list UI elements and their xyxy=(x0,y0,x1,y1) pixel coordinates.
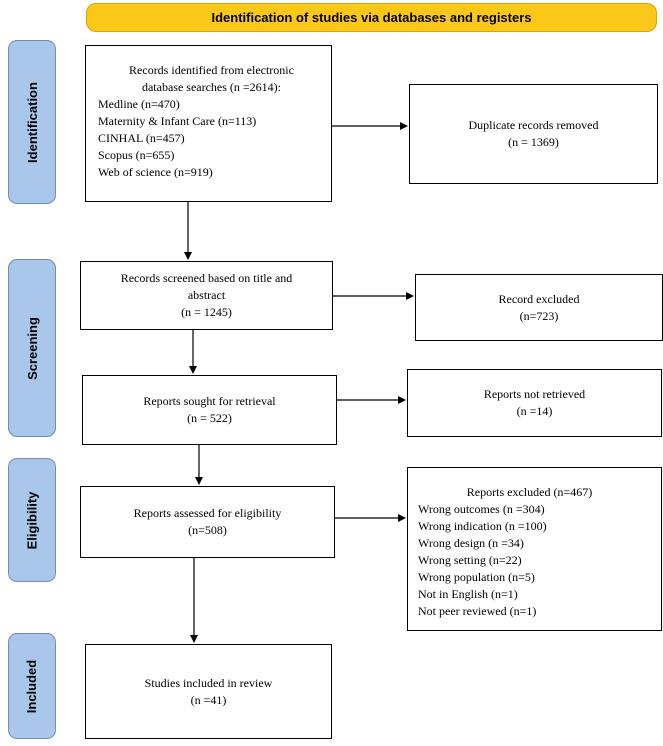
source-medline: Medline (n=470) xyxy=(98,97,180,111)
source-web-of-science: Web of science (n=919) xyxy=(98,165,213,179)
records-excluded-box: Record excluded (n=723) xyxy=(415,274,663,341)
source-maternity-infant-care: Maternity & Infant Care (n=113) xyxy=(98,114,257,128)
duplicates-removed-label: Duplicate records removed xyxy=(468,118,599,132)
stage-identification: Identification xyxy=(8,40,56,204)
stage-eligibility: Eligibility xyxy=(8,458,56,582)
studies-included-count: (n =41) xyxy=(190,692,227,707)
duplicates-removed-count: (n = 1369) xyxy=(508,135,559,149)
reports-not-retrieved-box: Reports not retrieved (n =14) xyxy=(407,369,662,437)
reports-assessed-label: Reports assessed for eligibility xyxy=(133,506,282,520)
studies-included-box: Studies included in review (n =41) xyxy=(85,644,332,739)
reports-sought-box: Reports sought for retrieval (n = 522) xyxy=(82,375,337,445)
reports-assessed-box: Reports assessed for eligibility (n=508) xyxy=(80,486,335,558)
reports-excluded-box: Reports excluded (n=467) Wrong outcomes … xyxy=(407,467,662,631)
records-excluded-count: (n=723) xyxy=(519,308,559,323)
reports-assessed-count: (n=508) xyxy=(188,523,227,537)
stage-screening: Screening xyxy=(8,259,56,437)
records-identified-line1: Records identified from electronic xyxy=(129,63,294,77)
source-scopus: Scopus (n=655) xyxy=(98,148,175,162)
reports-excluded-title: Reports excluded (n=467) xyxy=(466,485,593,499)
reports-not-retrieved-count: (n =14) xyxy=(516,404,553,418)
exclusion-reason-indication: Wrong indication (n =100) xyxy=(418,519,547,533)
banner-title: Identification of studies via databases … xyxy=(211,10,532,25)
source-cinhal: CINHAL (n=457) xyxy=(98,131,185,145)
records-screened-line1: Records screened based on title and xyxy=(120,271,293,285)
exclusion-reason-setting: Wrong setting (n=22) xyxy=(418,553,522,567)
records-excluded-label: Record excluded xyxy=(498,291,580,306)
records-screened-count: (n = 1245) xyxy=(181,305,232,319)
exclusion-reason-population: Wrong population (n=5) xyxy=(418,570,535,584)
records-screened-line2: abstract xyxy=(187,288,226,302)
exclusion-reason-peer-review: Not peer reviewed (n=1) xyxy=(418,604,537,618)
records-identified-line2: database searches (n =2614): xyxy=(141,80,282,94)
stage-included: Included xyxy=(8,633,56,739)
reports-sought-count: (n = 522) xyxy=(187,411,232,425)
records-screened-box: Records screened based on title and abst… xyxy=(80,261,333,330)
reports-not-retrieved-label: Reports not retrieved xyxy=(483,387,586,401)
header-banner: Identification of studies via databases … xyxy=(86,3,657,32)
reports-sought-label: Reports sought for retrieval xyxy=(143,394,276,408)
exclusion-reason-language: Not in English (n=1) xyxy=(418,587,518,601)
exclusion-reason-design: Wrong design (n =34) xyxy=(418,536,524,550)
studies-included-label: Studies included in review xyxy=(144,675,273,690)
exclusion-reason-outcomes: Wrong outcomes (n =304) xyxy=(418,502,545,516)
records-identified-box: Records identified from electronic datab… xyxy=(85,45,332,202)
duplicates-removed-box: Duplicate records removed (n = 1369) xyxy=(409,84,658,184)
